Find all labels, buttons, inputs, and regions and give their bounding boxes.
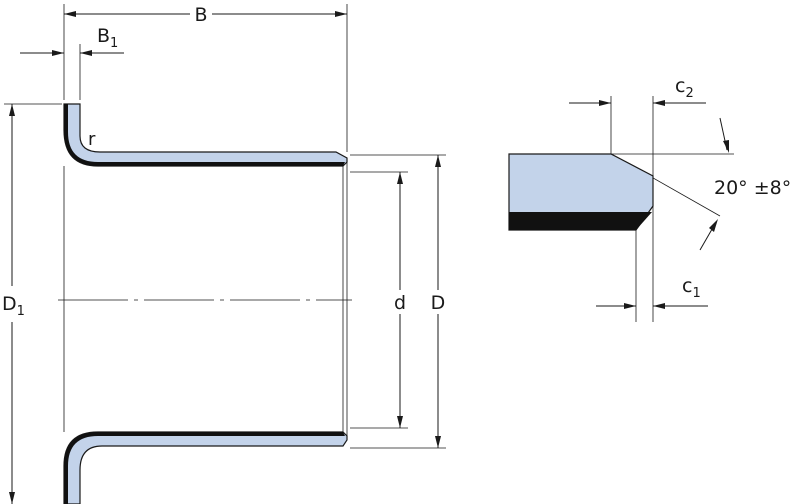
chamfer-detail	[508, 96, 734, 322]
detail-dark-edge	[509, 212, 652, 230]
bushing-section	[58, 103, 352, 504]
label-d-large: D	[431, 292, 446, 314]
label-angle: 20° ±8°	[714, 177, 791, 199]
dimension-d1: D1	[0, 103, 62, 504]
lower-wall-shape	[63, 431, 348, 504]
label-c2: c2	[675, 75, 694, 101]
label-b: B	[194, 4, 207, 26]
label-r: r	[88, 129, 96, 150]
dimension-b: B	[63, 2, 348, 152]
upper-wall-shape	[63, 103, 348, 167]
dimension-angle: 20° ±8°	[699, 117, 791, 251]
label-d: d	[394, 292, 406, 314]
label-c1: c1	[682, 275, 701, 301]
label-b1: B1	[97, 25, 118, 51]
dimension-d-small: d	[350, 171, 411, 429]
label-d1: D1	[2, 293, 25, 319]
dimension-d-large: D	[350, 154, 450, 449]
dimension-c1: c1	[596, 275, 708, 309]
dimension-b1: B1	[20, 25, 124, 100]
dimension-c2: c2	[569, 75, 706, 106]
